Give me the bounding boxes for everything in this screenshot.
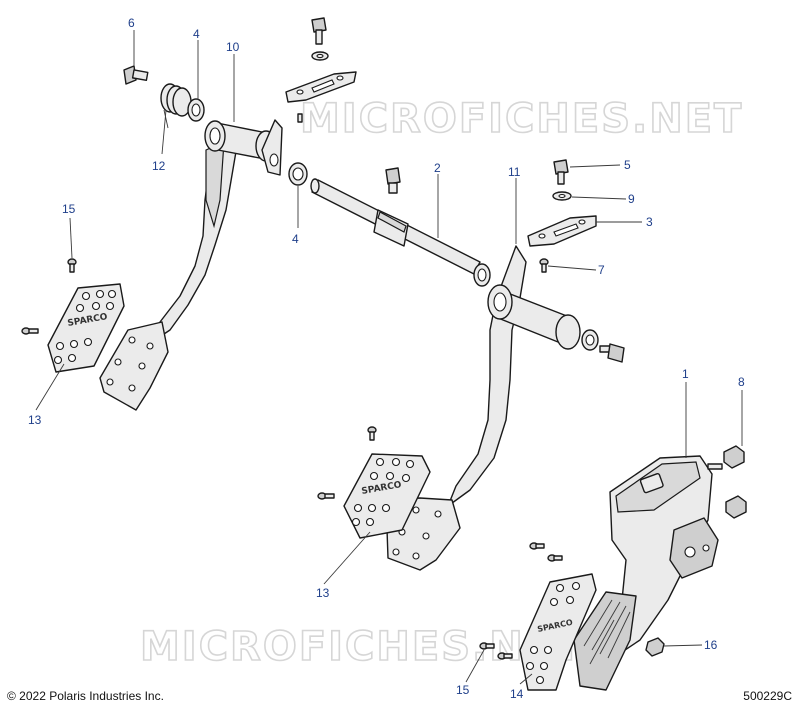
callout-13-left: 13: [28, 413, 42, 427]
callout-10: 10: [226, 40, 240, 54]
callout-4-upper: 4: [193, 27, 200, 41]
screw-15-left: [67, 258, 77, 273]
bolt-right-shaft: [599, 343, 625, 363]
screws-throttle: [479, 542, 563, 660]
screw-left-pad: [21, 327, 39, 335]
callout-16: 16: [704, 638, 718, 652]
screw-right-pad-b: [317, 492, 335, 500]
watermark-top: MICROFICHES.NET: [300, 96, 743, 142]
washer-right-shaft: [581, 329, 599, 351]
bolt-5: [553, 159, 569, 185]
throttle-pedal-assembly: [573, 455, 723, 691]
leader-lines: [35, 30, 743, 685]
copyright-text: © 2022 Polaris Industries Inc.: [7, 689, 164, 703]
bushing-4-upper: [187, 98, 205, 122]
pivot-shaft: [310, 178, 491, 287]
nut-8-lower: [725, 495, 747, 519]
callout-3: 3: [646, 215, 653, 229]
nut-8-upper: [723, 445, 745, 469]
return-spring: [160, 83, 192, 129]
throttle-foot-pad: SPARCO: [519, 573, 597, 691]
right-pedal-assembly: [385, 245, 581, 571]
callout-9: 9: [628, 192, 635, 206]
callout-numbers: 6 4 10 12 4 2 11 5 9 3 7 15 13 1 8 13 16…: [28, 16, 745, 701]
mount-plate-top: [285, 71, 357, 123]
callout-5: 5: [624, 158, 631, 172]
screw-right-pad-a: [367, 426, 377, 441]
callout-13-right: 13: [316, 586, 330, 600]
diagram-code: 500229C: [743, 689, 792, 703]
mount-plate-3: [527, 215, 597, 247]
washer-4-lower: [288, 162, 308, 186]
callout-15-left: 15: [62, 202, 76, 216]
callout-12: 12: [152, 159, 166, 173]
callout-15-right: 15: [456, 683, 470, 697]
callout-6: 6: [128, 16, 135, 30]
left-foot-pad: SPARCO: [47, 283, 125, 373]
nut-16: [645, 637, 665, 657]
callout-1: 1: [682, 367, 689, 381]
callout-14: 14: [510, 687, 524, 701]
bolt-top-center: [311, 17, 329, 61]
bolt-6: [123, 65, 149, 85]
right-foot-pad: SPARCO: [343, 453, 431, 539]
callout-7: 7: [598, 263, 605, 277]
left-pedal-assembly: [99, 119, 283, 411]
callout-11: 11: [508, 165, 521, 179]
bolt-shaft: [385, 167, 401, 194]
screw-7: [539, 258, 549, 273]
callout-2: 2: [434, 161, 441, 175]
watermark-bottom: MICROFICHES.NET: [140, 624, 583, 670]
washer-9: [552, 191, 572, 201]
callout-8: 8: [738, 375, 745, 389]
callout-4-lower: 4: [292, 232, 299, 246]
